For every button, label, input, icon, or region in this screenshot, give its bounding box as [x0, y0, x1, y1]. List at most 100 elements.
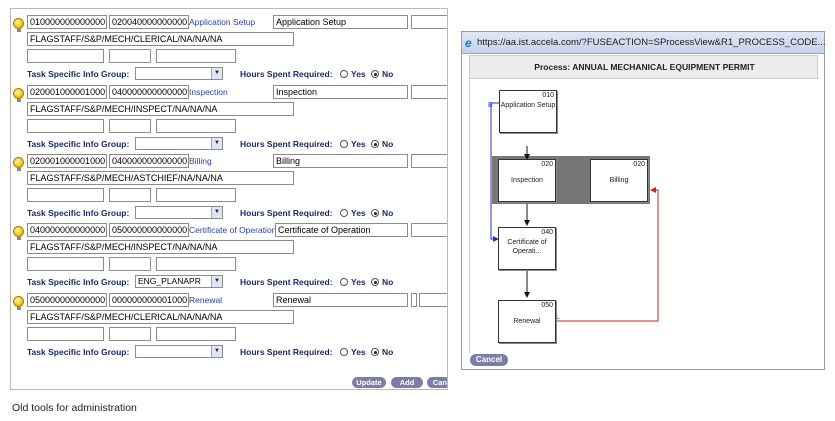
blank-field-1[interactable]	[27, 188, 104, 202]
no-label: No	[382, 139, 394, 149]
department-field[interactable]: FLAGSTAFF/S&P/MECH/INSPECT/NA/NA/NA	[27, 102, 294, 116]
blank-field-1[interactable]	[27, 257, 104, 271]
next-task-code-field[interactable]: 040000000000000	[109, 154, 189, 168]
add-button[interactable]: Add	[391, 377, 423, 388]
node-billing[interactable]: 020 Billing	[590, 159, 648, 202]
blank-field-2[interactable]	[109, 119, 151, 133]
group-select[interactable]: ENG_PLANAPR ▼	[135, 275, 223, 288]
next-task-code-field[interactable]: 050000000000000	[109, 223, 189, 237]
yes-radio[interactable]	[340, 140, 348, 148]
task-name-field[interactable]: Billing	[273, 154, 408, 168]
lightbulb-icon[interactable]	[13, 226, 24, 240]
popup-titlebar[interactable]: e https://aa.ist.accela.com/?FUSEACTION=…	[462, 32, 826, 54]
group-select[interactable]: ▼	[135, 137, 223, 150]
department-field[interactable]: FLAGSTAFF/S&P/MECH/CLERICAL/NA/NA/NA	[27, 310, 294, 324]
blank-field-2[interactable]	[109, 49, 151, 63]
popup-cancel-button[interactable]: Cancel	[470, 354, 508, 366]
node-renewal[interactable]: 050 Renewal	[498, 300, 556, 343]
department-field[interactable]: FLAGSTAFF/S&P/MECH/CLERICAL/NA/NA/NA	[27, 32, 294, 46]
next-task-code-field[interactable]: 040000000000000	[109, 85, 189, 99]
group-select[interactable]: ▼	[135, 345, 223, 358]
task-code-field[interactable]: 020001000001000	[27, 85, 107, 99]
yes-radio[interactable]	[340, 348, 348, 356]
no-radio[interactable]	[371, 209, 379, 217]
task-name-field[interactable]: Application Setup	[273, 15, 408, 29]
blank-field-3[interactable]	[156, 257, 236, 271]
task-link[interactable]: Inspection	[189, 87, 228, 97]
next-task-code-field[interactable]: 020040000000000	[109, 15, 189, 29]
group-label: Task Specific Info Group:	[27, 277, 130, 287]
group-select[interactable]: ▼	[135, 67, 223, 80]
no-radio[interactable]	[371, 70, 379, 78]
chevron-down-icon: ▼	[211, 138, 222, 149]
extra-field[interactable]	[411, 154, 447, 168]
extra-field[interactable]	[411, 223, 447, 237]
blank-field-2[interactable]	[109, 257, 151, 271]
node-application-setup[interactable]: 010 Application Setup	[499, 90, 557, 133]
group-label: Task Specific Info Group:	[27, 208, 130, 218]
task-name-field[interactable]: Inspection	[273, 85, 408, 99]
chevron-down-icon: ▼	[211, 276, 222, 287]
blank-field-1[interactable]	[27, 49, 104, 63]
yes-label: Yes	[351, 277, 366, 287]
no-radio[interactable]	[371, 278, 379, 286]
lightbulb-icon[interactable]	[13, 157, 24, 171]
department-field[interactable]: FLAGSTAFF/S&P/MECH/INSPECT/NA/NA/NA	[27, 240, 294, 254]
edge-label-b: B	[488, 102, 493, 109]
department-field[interactable]: FLAGSTAFF/S&P/MECH/ASTCHIEF/NA/NA/NA	[27, 171, 294, 185]
yes-radio[interactable]	[340, 278, 348, 286]
task-row: 050000000000000 000000000001000 Renewal …	[11, 291, 447, 361]
group-select-value: ENG_PLANAPR	[138, 276, 201, 286]
blank-field-3[interactable]	[156, 327, 236, 341]
group-select[interactable]: ▼	[135, 206, 223, 219]
no-radio[interactable]	[371, 348, 379, 356]
task-link[interactable]: Billing	[189, 156, 212, 166]
node-inspection[interactable]: 020 Inspection	[498, 159, 556, 202]
lightbulb-icon[interactable]	[13, 88, 24, 102]
group-label: Task Specific Info Group:	[27, 69, 130, 79]
yes-radio[interactable]	[340, 70, 348, 78]
task-row: 040000000000000 050000000000000 Certific…	[11, 221, 447, 291]
lightbulb-icon[interactable]	[13, 296, 24, 310]
task-code-field[interactable]: 050000000000000	[27, 293, 107, 307]
image-caption: Old tools for administration	[12, 402, 137, 414]
task-code-field[interactable]: 040000000000000	[27, 223, 107, 237]
edge-loop-red	[556, 187, 659, 322]
yes-label: Yes	[351, 69, 366, 79]
process-view: Process: ANNUAL MECHANICAL EQUIPMENT PER…	[469, 55, 819, 354]
node-label: Inspection	[511, 177, 543, 184]
no-label: No	[382, 69, 394, 79]
cancel-button[interactable]: Canc	[427, 377, 447, 388]
task-link[interactable]: Renewal	[189, 295, 223, 305]
yes-radio[interactable]	[340, 209, 348, 217]
no-label: No	[382, 347, 394, 357]
next-task-code-field[interactable]: 000000000001000	[109, 293, 189, 307]
blank-field-2[interactable]	[109, 188, 151, 202]
blank-field-3[interactable]	[156, 188, 236, 202]
yes-label: Yes	[351, 347, 366, 357]
extra-field[interactable]	[411, 15, 447, 29]
blank-field-1[interactable]	[27, 119, 104, 133]
blank-field-3[interactable]	[156, 49, 236, 63]
task-link[interactable]: Certificate of Operation	[189, 225, 277, 235]
extra-field[interactable]	[419, 293, 447, 307]
lightbulb-icon[interactable]	[13, 18, 24, 32]
blank-field-3[interactable]	[156, 119, 236, 133]
update-button[interactable]: Update	[352, 377, 386, 388]
task-code-field[interactable]: 020001000001000	[27, 154, 107, 168]
blank-field-1[interactable]	[27, 327, 104, 341]
node-certificate-of-operation[interactable]: 040 Certificate of Operati...	[498, 227, 556, 270]
task-link[interactable]: Application Setup	[189, 17, 256, 27]
node-number: 020	[633, 161, 645, 168]
extra-field-small[interactable]	[411, 293, 417, 307]
workflow-diagram: B L 010 Application Setup 020 Inspection…	[470, 78, 819, 354]
extra-field[interactable]	[411, 85, 447, 99]
task-code-field[interactable]: 010000000000000	[27, 15, 107, 29]
blank-field-2[interactable]	[109, 327, 151, 341]
task-name-field[interactable]: Certificate of Operation	[275, 223, 408, 237]
task-row: 010000000000000 020040000000000 Applicat…	[11, 13, 447, 83]
node-number: 050	[541, 302, 553, 309]
no-radio[interactable]	[371, 140, 379, 148]
hours-label: Hours Spent Required:	[240, 277, 333, 287]
task-name-field[interactable]: Renewal	[273, 293, 408, 307]
